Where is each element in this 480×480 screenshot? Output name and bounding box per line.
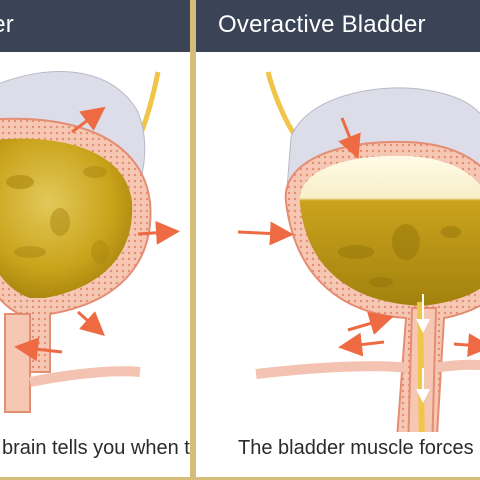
panel-title: Overactive Bladder [218,11,426,38]
texture-blob [83,166,107,178]
panel-title: Normal Bladder [0,11,14,38]
panel-overactive-bladder: Overactive Bladder [193,0,480,480]
arrow [338,117,361,160]
bladder-contents [299,155,480,306]
panel-normal-bladder: Normal Bladder [0,0,193,480]
pelvic-muscle [255,361,409,379]
texture-blob [6,175,34,189]
pelvic-muscle [435,359,480,373]
arrow [338,332,385,357]
bottom-rule [0,477,190,480]
urine-flow [417,301,425,432]
panel-header: Normal Bladder [0,0,190,52]
texture-blob [392,224,420,260]
pelvic-muscle [29,366,141,387]
arrow [14,337,63,362]
arrow [237,221,294,246]
texture-blob [369,277,393,287]
texture-blob [50,208,70,236]
texture-blob [14,246,46,258]
texture-blob [338,245,374,259]
texture-blob [441,226,461,238]
arrow [453,333,480,358]
arrow [77,310,105,336]
panel-caption: The bladder muscle forces urine out [238,437,480,459]
arrow [71,106,106,134]
panel-header: Overactive Bladder [196,0,480,52]
arrow [137,220,180,245]
bottom-rule [196,477,480,480]
panel-caption: Your brain tells you when to go [0,437,190,459]
normal-bladder-illustration [0,71,180,413]
urethra [4,313,31,413]
arrow [347,311,394,335]
overactive-bladder-illustration [237,71,480,432]
texture-blob [91,240,109,264]
